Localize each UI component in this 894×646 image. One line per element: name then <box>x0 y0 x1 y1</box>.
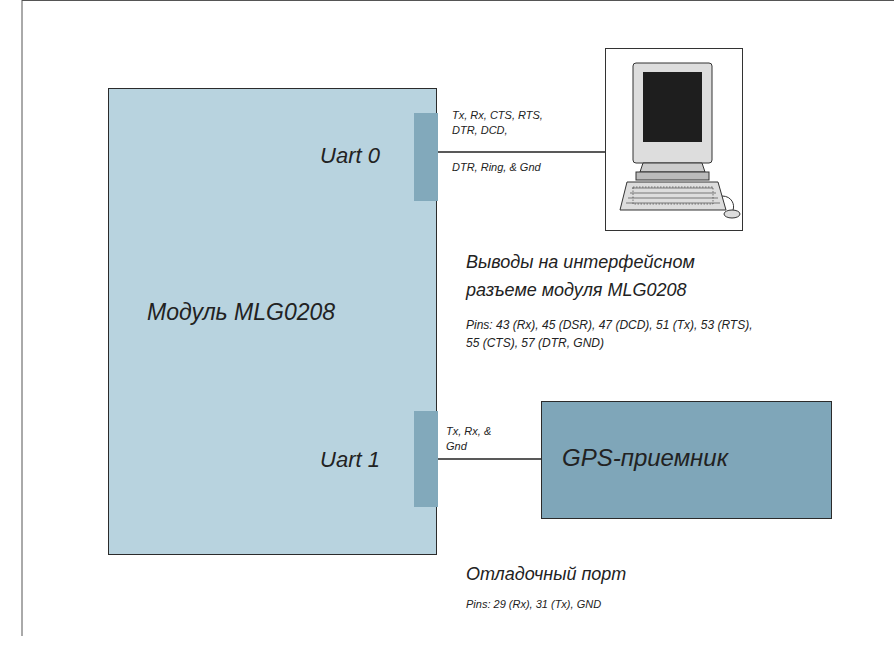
pin-list: Pins: 43 (Rx), 45 (DSR), 47 (DCD), 51 (T… <box>466 316 766 352</box>
signal-names: Tx, Rx, & Gnd <box>446 424 508 454</box>
serial-link <box>438 458 541 460</box>
node-title: Модуль MLG0208 <box>147 299 335 326</box>
node-title: GPS-приемник <box>562 444 728 472</box>
node-title: Uart 1 <box>320 447 380 473</box>
signal-names: DTR, Ring, & Gnd <box>452 160 544 175</box>
note-heading: Отладочный порт <box>466 560 726 588</box>
note-heading: Выводы на интерфейсном разъеме модуля ML… <box>466 248 716 304</box>
uart0-wire <box>437 151 605 153</box>
node-title: Uart 0 <box>320 143 380 169</box>
uart-port: Uart 1 <box>414 411 438 507</box>
module-box: Модуль MLG0208 Uart 0 Uart 1 <box>108 88 437 555</box>
frame-line <box>22 0 894 636</box>
pin-list: Pins: 29 (Rx), 31 (Tx), GND <box>466 596 726 612</box>
uart-port: Uart 0 <box>414 113 438 201</box>
signal-names: Tx, Rx, CTS, RTS, DTR, DCD, <box>452 108 544 138</box>
gps-box: GPS-приемник <box>541 401 832 519</box>
